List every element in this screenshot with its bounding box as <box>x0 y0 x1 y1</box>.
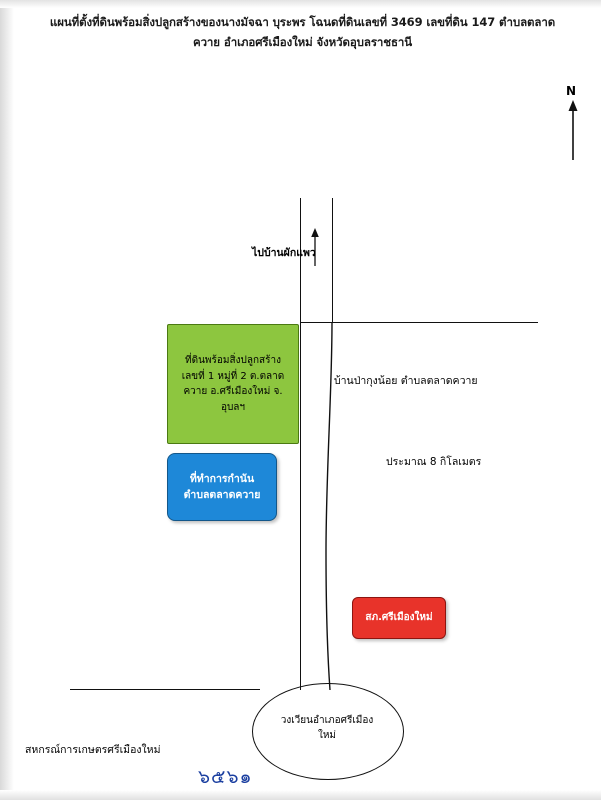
road-main-vertical-right-upper <box>332 198 334 323</box>
village-label: บ้านป่ากุงน้อย ตำบลตลาดควาย <box>334 375 478 387</box>
kamnan-office-line-0: ที่ทำการกำนัน <box>189 472 255 485</box>
scan-edge-top <box>0 0 601 8</box>
road-north-label: ไปบ้านผักแพว <box>252 247 316 259</box>
document-title-line2: ควาย อำเภอศรีเมืองใหม่ จังหวัดอุบลราชธาน… <box>192 35 412 50</box>
parcel-box-line-3: อุบลฯ <box>220 401 246 413</box>
road-right-curve <box>325 321 333 691</box>
police-station-box: สภ.ศรีเมืองใหม่ <box>352 597 446 639</box>
scan-edge-bottom <box>0 790 601 800</box>
kamnan-office-box: ที่ทำการกำนัน ตำบลตลาดควาย <box>167 453 277 521</box>
document-title: แผนที่ตั้งที่ดินพร้อมสิ่งปลูกสร้างของนาง… <box>40 12 565 52</box>
parcel-box-line-1: เลขที่ 1 หมู่ที่ 2 ต.ตลาด <box>181 370 285 382</box>
compass-arrow-icon <box>568 100 578 160</box>
roundabout-label-line2: ใหม่ <box>317 730 337 741</box>
road-west-lower <box>70 689 260 691</box>
document-title-line1: แผนที่ตั้งที่ดินพร้อมสิ่งปลูกสร้างของนาง… <box>49 15 556 29</box>
road-main-vertical-left <box>300 198 302 690</box>
roundabout-label-line1: วงเวียนอำเภอศรีเมือง <box>280 715 374 726</box>
parcel-box: ที่ดินพร้อมสิ่งปลูกสร้าง เลขที่ 1 หมู่ที… <box>167 324 299 444</box>
roundabout-label: วงเวียนอำเภอศรีเมือง ใหม่ <box>262 713 392 743</box>
roundabout-circle <box>252 683 404 780</box>
distance-label: ประมาณ 8 กิโลเมตร <box>386 456 482 468</box>
kamnan-office-line-1: ตำบลตลาดควาย <box>183 489 261 501</box>
handwritten-number: ๖๕๖๑ <box>198 766 253 788</box>
compass-north-label: N <box>566 84 577 98</box>
road-east-branch <box>300 322 538 324</box>
cooperative-label: สหกรณ์การเกษตรศรีเมืองใหม่ <box>25 744 161 756</box>
scan-edge-left <box>0 0 14 800</box>
police-station-line-0: สภ.ศรีเมืองใหม่ <box>365 612 433 624</box>
direction-arrow-north-icon <box>311 228 319 266</box>
parcel-box-line-2: ควาย อ.ศรีเมืองใหม่ จ. <box>183 386 283 397</box>
parcel-box-line-0: ที่ดินพร้อมสิ่งปลูกสร้าง <box>185 355 281 366</box>
